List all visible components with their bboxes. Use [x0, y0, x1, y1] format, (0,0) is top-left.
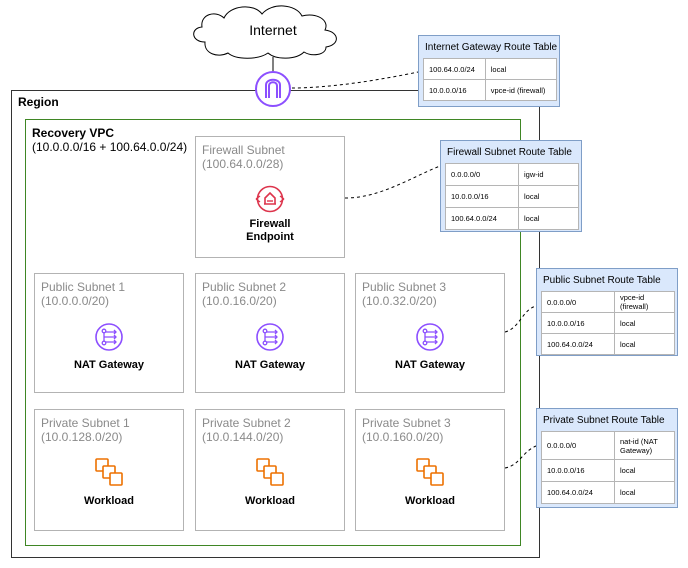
- route-destination: 10.0.0.0/16: [541, 459, 615, 482]
- route-destination: 0.0.0.0/0: [445, 163, 519, 186]
- route-destination: 0.0.0.0/0: [541, 431, 615, 460]
- workload-icon: [416, 458, 444, 486]
- internet-label: Internet: [249, 22, 297, 38]
- private-route-link: [504, 445, 537, 469]
- firewall-subnet: Firewall Subnet (100.64.0.0/28) Firewall…: [195, 136, 345, 258]
- workload-icon: [256, 458, 284, 486]
- route-destination: 0.0.0.0/0: [541, 291, 615, 313]
- private-subnet-1: Private Subnet 1 (10.0.128.0/20) Workloa…: [34, 409, 184, 531]
- route-destination: 10.0.0.0/16: [445, 185, 519, 208]
- internet-gateway-icon: [255, 71, 291, 107]
- public-route-table-title: Public Subnet Route Table: [543, 275, 661, 286]
- private-subnet-2: Private Subnet 2 (10.0.144.0/20) Workloa…: [195, 409, 345, 531]
- vpc-boundary: [25, 119, 521, 546]
- private-subnet-2-name: Private Subnet 2: [202, 416, 291, 430]
- private-subnet-2-label: Workload: [245, 495, 295, 507]
- internet-cloud-icon: [193, 5, 337, 59]
- vpc-title: Recovery VPC: [32, 126, 115, 140]
- private-subnet-2-cidr: (10.0.144.0/20): [202, 430, 284, 444]
- public-subnet-3-name: Public Subnet 3: [362, 280, 447, 294]
- table-row: 10.0.0.0/16 local: [541, 459, 675, 482]
- public-subnet-2-cidr: (10.0.16.0/20): [202, 294, 277, 308]
- firewall-route-table-grid: 0.0.0.0/0 igw-id 10.0.0.0/16 local 100.6…: [445, 163, 579, 230]
- table-row: 100.64.0.0/24 local: [541, 333, 675, 355]
- igw-route-link: [291, 71, 419, 89]
- igw-route-table-title: Internet Gateway Route Table: [425, 42, 558, 53]
- route-destination: 10.0.0.0/16: [423, 79, 486, 101]
- firewall-endpoint-icon: [255, 185, 285, 213]
- firewall-subnet-name: Firewall Subnet: [202, 143, 285, 157]
- public-subnet-1-label: NAT Gateway: [73, 359, 145, 371]
- public-route-link: [504, 305, 537, 333]
- route-target: local: [614, 312, 675, 334]
- route-target: local: [518, 207, 579, 230]
- route-target: nat-id (NAT Gateway): [614, 431, 675, 460]
- route-target: igw-id: [518, 163, 579, 186]
- firewall-subnet-cidr: (100.64.0.0/28): [202, 157, 284, 171]
- public-route-table-grid: 0.0.0.0/0 vpce-id (firewall) 10.0.0.0/16…: [541, 291, 675, 355]
- private-route-table-title: Private Subnet Route Table: [543, 415, 665, 426]
- table-row: 100.64.0.0/24 local: [423, 58, 558, 80]
- private-subnet-3-name: Private Subnet 3: [362, 416, 451, 430]
- nat-gateway-icon: [416, 323, 444, 351]
- table-row: 10.0.0.0/16 local: [541, 312, 675, 334]
- private-subnet-3-label: Workload: [405, 495, 455, 507]
- region-label: Region: [18, 95, 59, 109]
- public-subnet-3-label: NAT Gateway: [394, 359, 466, 371]
- private-route-table: Private Subnet Route Table 0.0.0.0/0 nat…: [536, 408, 678, 508]
- table-row: 0.0.0.0/0 igw-id: [445, 163, 579, 186]
- firewall-route-table-title: Firewall Subnet Route Table: [447, 147, 572, 158]
- firewall-endpoint-label-1: Firewall: [249, 218, 291, 230]
- table-row: 100.64.0.0/24 local: [541, 481, 675, 504]
- route-destination: 100.64.0.0/24: [541, 333, 615, 355]
- table-row: 100.64.0.0/24 local: [445, 207, 579, 230]
- public-subnet-1: Public Subnet 1 (10.0.0.0/20) NAT Gatewa…: [34, 273, 184, 393]
- route-destination: 100.64.0.0/24: [423, 58, 486, 80]
- private-route-table-grid: 0.0.0.0/0 nat-id (NAT Gateway) 10.0.0.0/…: [541, 431, 675, 504]
- route-target: local: [614, 333, 675, 355]
- firewall-route-table: Firewall Subnet Route Table 0.0.0.0/0 ig…: [440, 140, 582, 232]
- route-target: local: [614, 481, 675, 504]
- public-subnet-3: Public Subnet 3 (10.0.32.0/20) NAT Gatew…: [355, 273, 505, 393]
- firewall-route-link: [344, 165, 441, 199]
- route-target: vpce-id (firewall): [484, 79, 558, 101]
- route-target: vpce-id (firewall): [614, 291, 675, 313]
- nat-gateway-icon: [95, 323, 123, 351]
- public-subnet-2-label: NAT Gateway: [234, 359, 306, 371]
- table-row: 0.0.0.0/0 vpce-id (firewall): [541, 291, 675, 313]
- public-subnet-2-name: Public Subnet 2: [202, 280, 287, 294]
- private-subnet-3-cidr: (10.0.160.0/20): [362, 430, 444, 444]
- table-row: 0.0.0.0/0 nat-id (NAT Gateway): [541, 431, 675, 460]
- route-target: local: [484, 58, 558, 80]
- public-subnet-1-cidr: (10.0.0.0/20): [41, 294, 110, 308]
- private-subnet-1-name: Private Subnet 1: [41, 416, 130, 430]
- public-subnet-3-cidr: (10.0.32.0/20): [362, 294, 437, 308]
- route-destination: 100.64.0.0/24: [541, 481, 615, 504]
- private-subnet-1-cidr: (10.0.128.0/20): [41, 430, 123, 444]
- table-row: 10.0.0.0/16 vpce-id (firewall): [423, 79, 558, 101]
- route-target: local: [518, 185, 579, 208]
- igw-route-table-grid: 100.64.0.0/24 local 10.0.0.0/16 vpce-id …: [423, 58, 558, 101]
- igw-route-table: Internet Gateway Route Table 100.64.0.0/…: [418, 35, 560, 107]
- workload-icon: [95, 458, 123, 486]
- public-route-table: Public Subnet Route Table 0.0.0.0/0 vpce…: [536, 268, 678, 356]
- private-subnet-1-label: Workload: [84, 495, 134, 507]
- route-destination: 100.64.0.0/24: [445, 207, 519, 230]
- route-destination: 10.0.0.0/16: [541, 312, 615, 334]
- nat-gateway-icon: [256, 323, 284, 351]
- vpc-cidr: (10.0.0.0/16 + 100.64.0.0/24): [32, 140, 188, 154]
- route-target: local: [614, 459, 675, 482]
- public-subnet-1-name: Public Subnet 1: [41, 280, 126, 294]
- table-row: 10.0.0.0/16 local: [445, 185, 579, 208]
- public-subnet-2: Public Subnet 2 (10.0.16.0/20) NAT Gatew…: [195, 273, 345, 393]
- private-subnet-3: Private Subnet 3 (10.0.160.0/20) Workloa…: [355, 409, 505, 531]
- firewall-endpoint-label-2: Endpoint: [246, 231, 294, 243]
